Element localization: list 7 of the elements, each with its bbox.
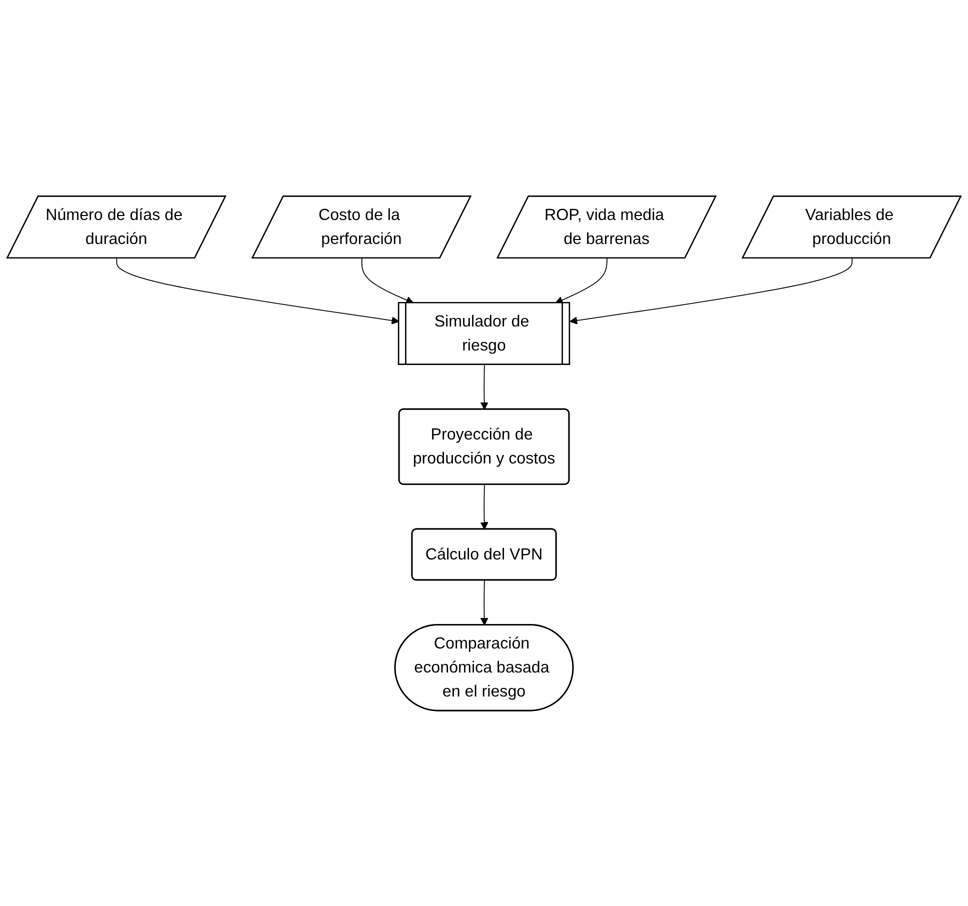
arrow xyxy=(570,258,853,324)
arrow xyxy=(480,364,488,410)
arrow xyxy=(555,258,608,304)
arrow xyxy=(480,484,488,530)
arrow xyxy=(361,258,414,304)
arrow xyxy=(116,258,400,324)
arrow xyxy=(480,580,488,626)
